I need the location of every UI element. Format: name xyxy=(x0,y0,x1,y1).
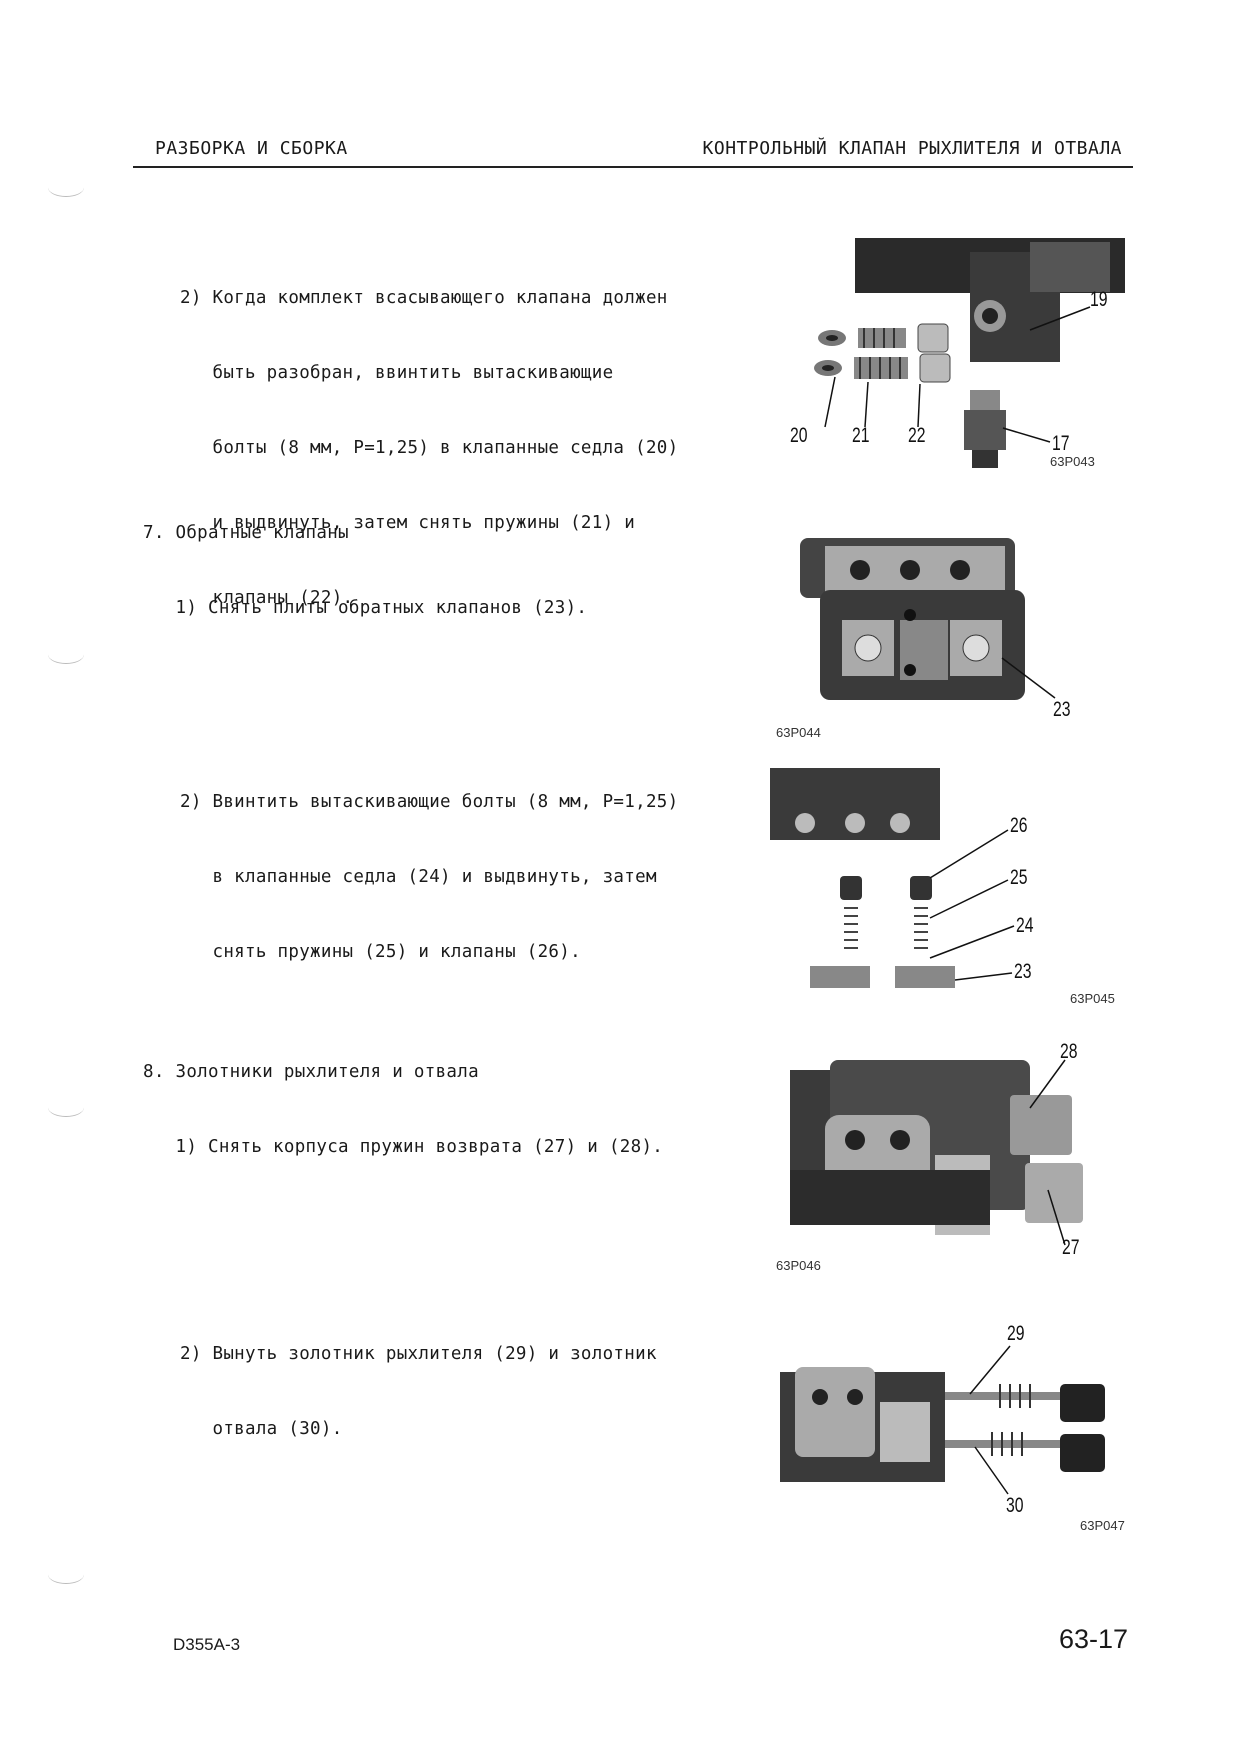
step-check-valve-seats: 2) Ввинтить вытаскивающие болты (8 мм, P… xyxy=(180,740,678,990)
figure-photo xyxy=(800,538,1056,700)
callout-label: 29 xyxy=(1007,1322,1025,1345)
figure-photo xyxy=(814,238,1125,468)
footer-page-number: 63-17 xyxy=(1058,1624,1128,1654)
hole-punch-mark xyxy=(48,178,84,197)
header-section-title: РАЗБОРКА И СБОРКА xyxy=(155,138,348,159)
text-line: в клапанные седла (24) и выдвинуть, зате… xyxy=(180,867,657,887)
text-line: снять пружины (25) и клапаны (26). xyxy=(180,942,581,962)
figure-photo xyxy=(780,1345,1105,1495)
callout-label: 28 xyxy=(1060,1040,1078,1063)
figure-63p046: 28 27 63P046 xyxy=(770,1040,1135,1275)
figure-photo xyxy=(790,1059,1083,1246)
footer-model: D355A-3 xyxy=(173,1635,241,1654)
section-heading: 7. Обратные клапаны xyxy=(143,523,349,543)
text-line: и выдвинуть, затем снять пружины (21) и xyxy=(180,513,636,533)
figure-photo xyxy=(770,768,1015,988)
text-line: болты (8 мм, P=1,25) в клапанные седла (… xyxy=(180,438,679,458)
header-rule xyxy=(133,166,1133,168)
callout-label: 26 xyxy=(1010,814,1028,837)
hole-punch-mark xyxy=(48,1565,84,1584)
text-line: 1) Снять плиты обратных клапанов (23). xyxy=(143,598,588,618)
callout-label: 25 xyxy=(1010,866,1028,889)
text-line: быть разобран, ввинтить вытаскивающие xyxy=(180,363,614,383)
text-line: 2) Ввинтить вытаскивающие болты (8 мм, P… xyxy=(180,792,679,812)
text-line: клапаны (22). xyxy=(180,588,354,608)
text-line: 1) Снять корпуса пружин возврата (27) и … xyxy=(143,1137,664,1157)
figure-63p047: 29 30 63P047 xyxy=(770,1322,1135,1542)
callout-label: 20 xyxy=(790,424,808,447)
section-heading: 8. Золотники рыхлителя и отвала xyxy=(143,1062,479,1082)
callout-label: 30 xyxy=(1006,1494,1024,1517)
figure-code: 63P044 xyxy=(776,725,821,740)
callout-label: 22 xyxy=(908,424,926,447)
step-remove-spools: 2) Вынуть золотник рыхлителя (29) и золо… xyxy=(180,1292,657,1467)
figure-63p044: 23 63P044 xyxy=(770,520,1110,745)
callout-label: 21 xyxy=(852,424,870,447)
hole-punch-mark xyxy=(48,1098,84,1117)
text-line: 2) Вынуть золотник рыхлителя (29) и золо… xyxy=(180,1344,657,1364)
header-chapter-title: КОНТРОЛЬНЫЙ КЛАПАН РЫХЛИТЕЛЯ И ОТВАЛА xyxy=(702,138,1122,159)
section-check-valves: 7. Обратные клапаны 1) Снять плиты обрат… xyxy=(143,471,587,646)
section-spools: 8. Золотники рыхлителя и отвала 1) Снять… xyxy=(143,1010,663,1185)
callout-label: 27 xyxy=(1062,1236,1080,1259)
text-line: 2) Когда комплект всасывающего клапана д… xyxy=(180,288,668,308)
figure-63p043: 19 20 21 22 17 63P043 xyxy=(790,232,1135,482)
step-suction-valve: 2) Когда комплект всасывающего клапана д… xyxy=(180,236,678,636)
figure-code: 63P043 xyxy=(1050,454,1095,469)
callout-label: 23 xyxy=(1014,960,1032,983)
figure-code: 63P046 xyxy=(776,1258,821,1273)
figure-code: 63P047 xyxy=(1080,1518,1125,1533)
figure-63p045: 26 25 24 23 63P045 xyxy=(770,768,1135,1008)
callout-label: 19 xyxy=(1090,288,1108,311)
text-line: отвала (30). xyxy=(180,1419,343,1439)
callout-label: 24 xyxy=(1016,914,1034,937)
callout-label: 17 xyxy=(1052,432,1070,455)
hole-punch-mark xyxy=(48,645,84,664)
callout-label: 23 xyxy=(1053,698,1071,721)
figure-code: 63P045 xyxy=(1070,991,1115,1006)
